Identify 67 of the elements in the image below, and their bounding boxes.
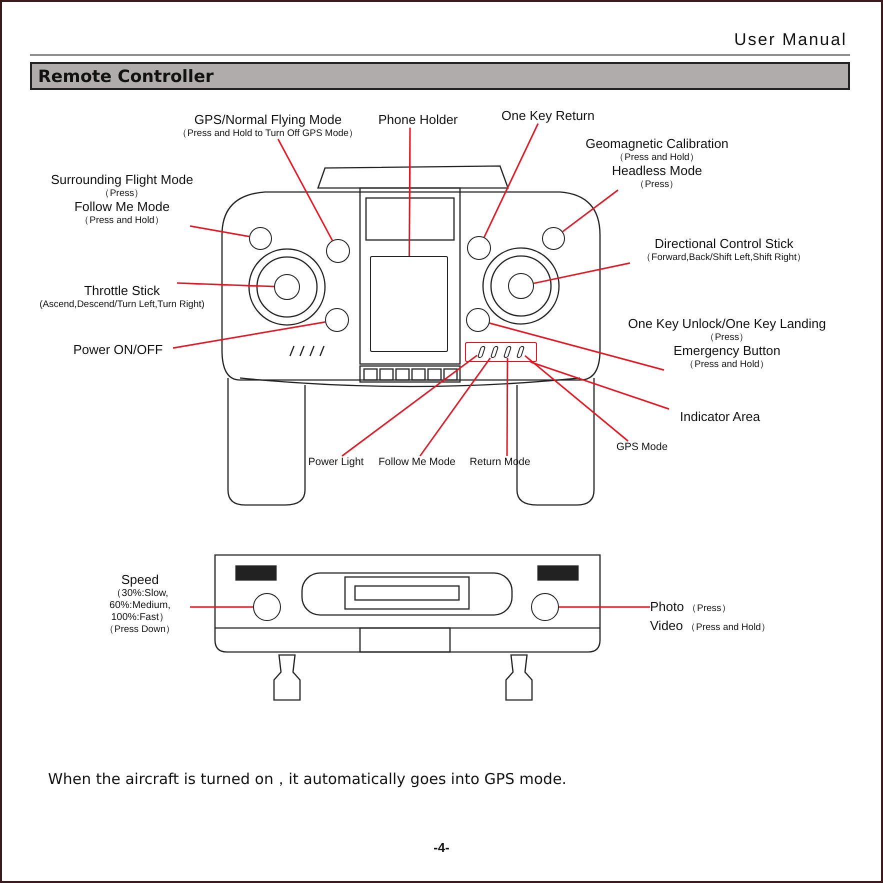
leader-line xyxy=(530,361,670,410)
leader-line xyxy=(190,225,250,238)
button xyxy=(253,593,281,621)
callout-label: Indicator Area xyxy=(678,409,762,425)
callout-note: （Press and Hold） xyxy=(684,358,770,370)
leader-line xyxy=(419,358,491,456)
button xyxy=(249,227,272,250)
indicator-light xyxy=(516,346,525,358)
page-number: -4- xyxy=(432,840,450,855)
leader-line xyxy=(408,128,411,256)
callout-note: （Press） xyxy=(98,188,146,199)
leader-line xyxy=(506,358,508,456)
button xyxy=(326,239,350,263)
button xyxy=(542,227,565,250)
callout-note: （Press） xyxy=(704,332,750,343)
callout-note: （Press and Hold） xyxy=(686,622,771,634)
callout-label: Power Light xyxy=(307,456,365,469)
callout-note: （30%:Slow, 60%:Medium, 100%:Fast） xyxy=(108,588,172,624)
leader-line xyxy=(190,606,253,608)
leader-line xyxy=(524,355,628,442)
callout-note: （Press and Hold） xyxy=(78,214,166,226)
callout-label: Emergency Button xyxy=(672,342,782,359)
callout-label: GPS Mode xyxy=(615,441,669,454)
phone-holder xyxy=(370,256,448,352)
callout-note: （Press and Hold） xyxy=(614,152,700,163)
callout-note: （Press） xyxy=(634,178,680,190)
indicator-light xyxy=(490,346,499,358)
control-stick xyxy=(274,274,300,300)
callout-label: Photo xyxy=(650,599,684,614)
callout-label: Headless Mode xyxy=(610,162,704,179)
callout-note: （Forward,Back/Shift Left,Shift Right） xyxy=(640,252,808,263)
leader-line xyxy=(489,322,664,371)
callout-label: Follow Me Mode xyxy=(73,198,171,215)
callout-label: Power ON/OFF xyxy=(72,342,164,358)
callout-label: Directional Control Stick xyxy=(654,236,794,252)
callout-label: Throttle Stick xyxy=(83,283,161,299)
callout-label: Follow Me Mode xyxy=(377,456,457,469)
callout-label: Geomagnetic Calibration xyxy=(584,136,730,152)
callout-label: Video xyxy=(650,618,684,634)
button xyxy=(466,308,490,332)
power-button xyxy=(325,308,349,332)
section-heading: Remote Controller xyxy=(30,62,850,90)
callout-note: （Press and Hold to Turn Off GPS Mode） xyxy=(176,128,360,139)
callout-label: Speed xyxy=(120,572,160,588)
indicator-light xyxy=(503,346,512,358)
button xyxy=(467,236,491,260)
page-header: User Manual xyxy=(734,30,847,50)
callout-label: One Key Return xyxy=(500,108,596,124)
leader-line xyxy=(176,282,274,288)
control-stick xyxy=(508,273,534,299)
callout-note: （Press Down） xyxy=(103,624,177,635)
callout-note: (Ascend,Descend/Turn Left,Turn Right) xyxy=(38,298,206,310)
button xyxy=(531,593,559,621)
indicator-area xyxy=(465,342,537,362)
indicator-light xyxy=(477,346,486,358)
leader-line xyxy=(277,138,333,241)
callout-note: （Press） xyxy=(686,603,732,614)
callout-label: Phone Holder xyxy=(377,112,459,128)
caption: When the aircraft is turned on，it automatically goes into GPS mode. xyxy=(48,770,567,789)
leader-line xyxy=(483,123,539,238)
leader-line xyxy=(342,354,478,457)
leader-line xyxy=(562,189,618,232)
leader-line xyxy=(559,606,650,608)
callout-label: One Key Unlock/One Key Landing xyxy=(626,316,827,332)
callout-label: Surrounding Flight Mode xyxy=(50,172,194,188)
leader-line xyxy=(172,321,326,349)
leader-line xyxy=(534,262,630,284)
